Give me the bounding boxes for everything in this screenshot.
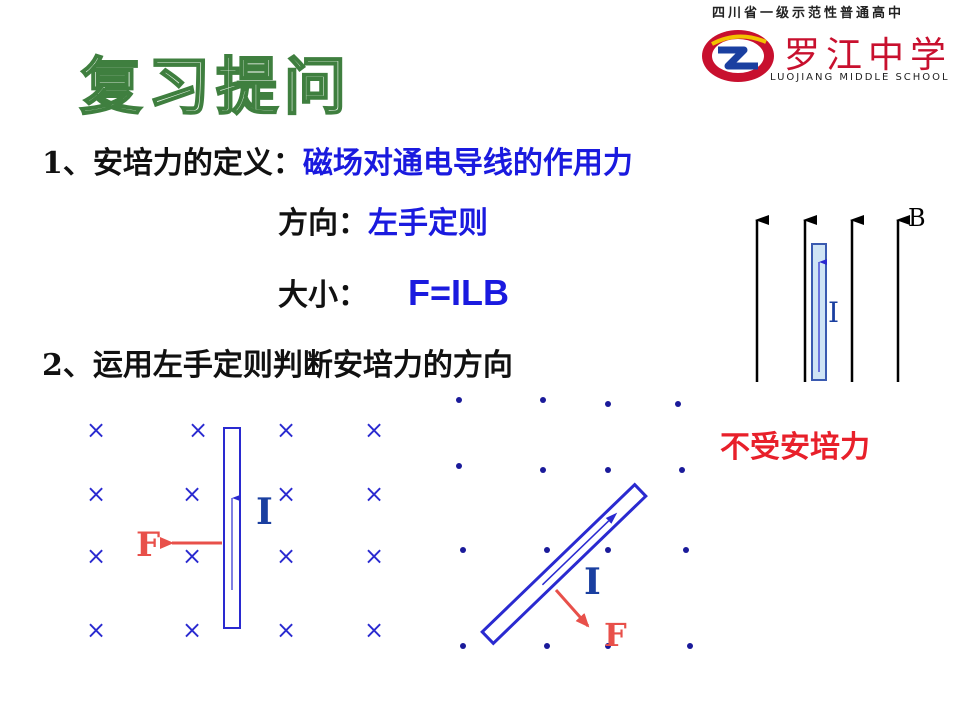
field-dot <box>675 401 681 407</box>
field-dot <box>540 397 546 403</box>
cross-mark: × <box>276 416 296 444</box>
q1-prefix: 1、安培力的定义： <box>42 146 303 181</box>
force-label-right: F <box>604 616 627 654</box>
dot-field-diagram: I F <box>456 397 693 654</box>
school-name-en: LUOJIANG MIDDLE SCHOOL <box>770 72 950 83</box>
diagonal-current-line <box>541 520 610 586</box>
cross-mark: × <box>182 616 202 644</box>
parallel-current-label: I <box>828 296 839 329</box>
field-dot <box>605 401 611 407</box>
field-dot <box>456 463 462 469</box>
field-dot <box>683 547 689 553</box>
field-dot <box>544 547 550 553</box>
cross-mark: × <box>276 616 296 644</box>
school-logo-icon <box>702 30 774 82</box>
q1-definition-line: 1、安培力的定义：磁场对通电导线的作用力 <box>42 138 633 182</box>
diagonal-wire-group <box>480 482 648 646</box>
slide-title: 复习提问 <box>79 49 353 124</box>
school-name-cn: 罗江中学 <box>784 35 953 76</box>
parallel-field-diagram: B I <box>755 204 926 382</box>
cross-mark: × <box>188 416 208 444</box>
current-label-right: I <box>584 561 601 603</box>
cross-mark: × <box>364 416 384 444</box>
field-dot <box>679 467 685 473</box>
cross-mark: × <box>276 542 296 570</box>
field-dot <box>605 547 611 553</box>
force-arrow-diagonal <box>554 589 590 628</box>
cross-mark: × <box>86 480 106 508</box>
q1-definition: 磁场对通电导线的作用力 <box>302 146 633 181</box>
cross-mark: × <box>182 542 202 570</box>
q1-direction-line: 方向：左手定则 <box>278 198 488 242</box>
field-dot <box>687 643 693 649</box>
cross-mark: × <box>182 480 202 508</box>
field-dot <box>605 467 611 473</box>
cross-field-diagram: × × × × × × × × × × × × × × × × F I <box>86 416 384 644</box>
school-level-text: 四川省一级示范性普通高中 <box>712 6 905 21</box>
direction-value: 左手定则 <box>368 206 488 241</box>
diagonal-current-arrowhead <box>605 512 618 524</box>
cross-mark: × <box>276 480 296 508</box>
field-dot <box>460 547 466 553</box>
field-dot <box>605 643 611 649</box>
force-label-left: F <box>136 525 160 565</box>
q2-text: 2、运用左手定则判断安培力的方向 <box>42 348 513 383</box>
field-label-b: B <box>908 204 926 232</box>
cross-mark: × <box>86 416 106 444</box>
current-label-left: I <box>256 491 273 533</box>
field-dot <box>456 397 462 403</box>
field-dot <box>460 643 466 649</box>
magnitude-label: 大小： <box>278 278 368 313</box>
cross-mark: × <box>364 542 384 570</box>
field-dot <box>544 643 550 649</box>
direction-label: 方向： <box>278 206 368 241</box>
cross-mark: × <box>86 616 106 644</box>
formula: F=ILB <box>408 272 510 313</box>
field-dot <box>540 467 546 473</box>
cross-mark: × <box>364 616 384 644</box>
no-force-caption: 不受安培力 <box>720 430 870 465</box>
cross-mark: × <box>364 480 384 508</box>
cross-mark: × <box>86 542 106 570</box>
